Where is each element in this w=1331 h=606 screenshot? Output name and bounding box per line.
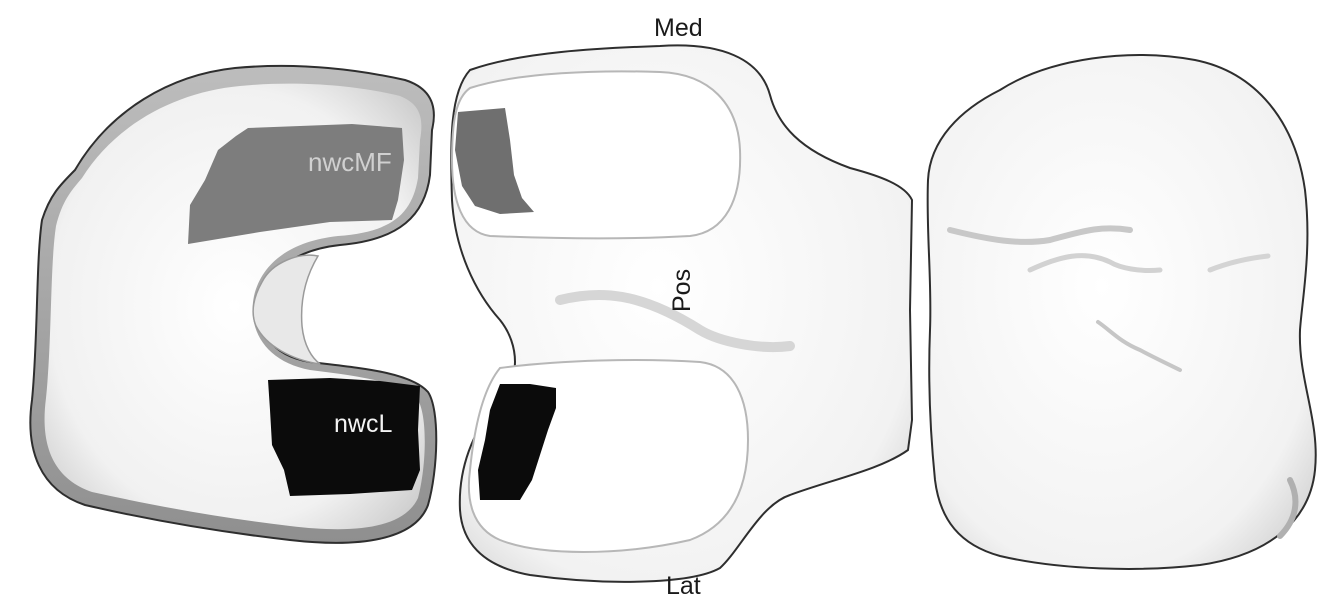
lat-label: Lat bbox=[666, 572, 701, 600]
med-label: Med bbox=[654, 14, 703, 42]
right-tibia-view bbox=[928, 55, 1316, 569]
pos-label: Pos bbox=[668, 269, 696, 312]
tibia-outline bbox=[928, 55, 1316, 569]
nwcmf-label: nwcMF bbox=[308, 147, 392, 177]
middle-posterior-view: Med Lat Pos bbox=[451, 14, 912, 600]
nwcl-label: nwcL bbox=[334, 410, 392, 438]
left-condyle-view: nwcMF nwcL bbox=[30, 66, 436, 543]
